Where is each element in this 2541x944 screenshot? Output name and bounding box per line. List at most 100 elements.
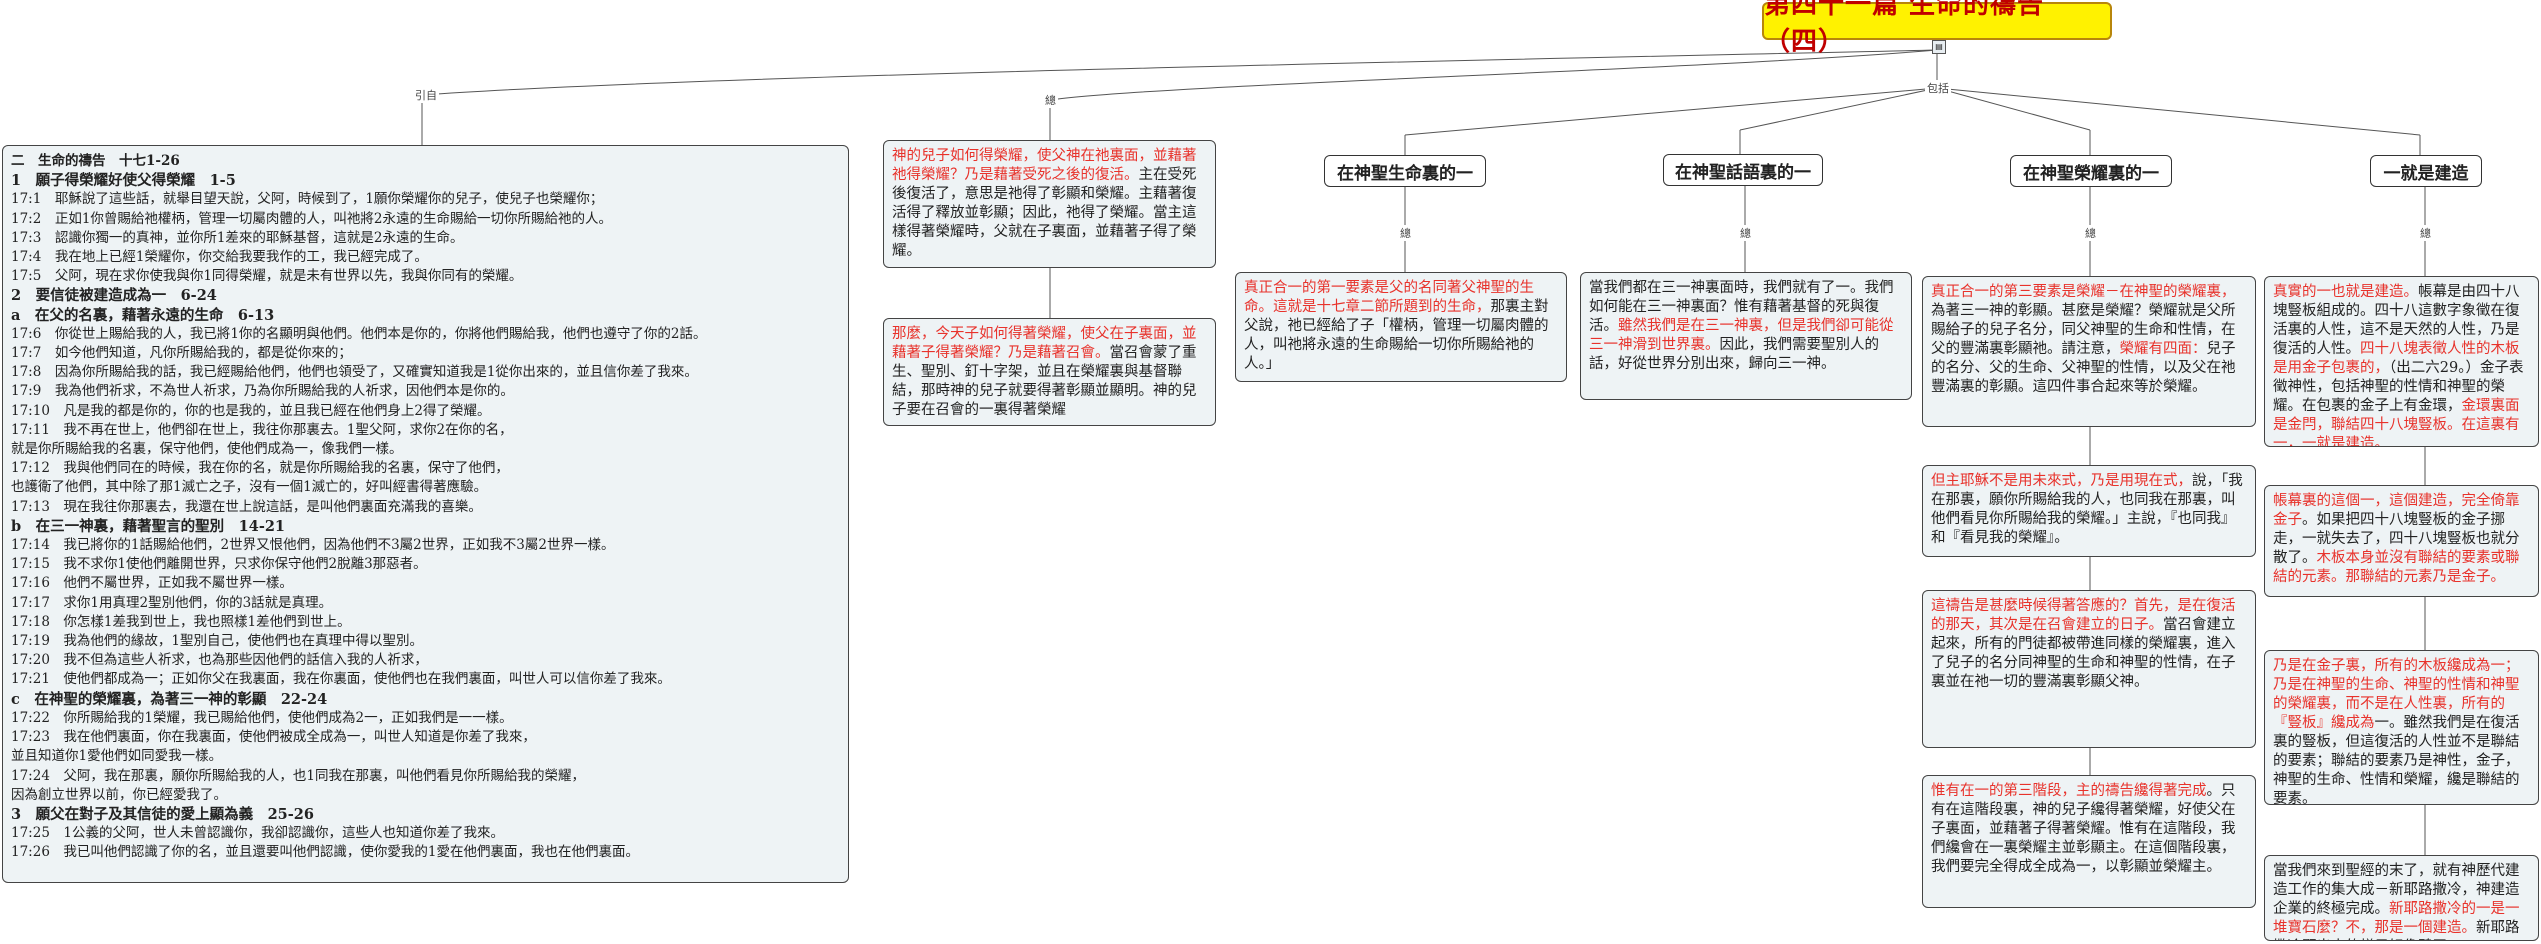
summary-note-2-text: 那麼，今天子如何得著榮耀，使父在子裏面，並藉著子得著榮耀？乃是藉著召會。當召會蒙… [892, 325, 1207, 420]
building-note-1[interactable]: 真實的一也就是建造。帳幕是由四十八塊豎板組成的。四十八這數字象徵在復活裏的人性，… [2264, 276, 2539, 447]
glory-note-2[interactable]: 但主耶穌不是用未來式，乃是用現在式，說，「我在那裏，願你所賜給我的人，也同我在那… [1922, 465, 2256, 557]
highlight-text: 這禱告是甚麼時候得著答應的？首先，是在復活的那天，其次是在召會建立的日子。 [1931, 598, 2236, 633]
root-topic[interactable]: 第四十一篇 生命的禱告（四） [1762, 0, 2112, 57]
edge-label-glory: 總 [2083, 225, 2098, 241]
scripture-verse: 17:5 父阿，現在求你使我與你1同得榮耀，就是未有世界以先，我與你同有的榮耀。 [11, 268, 523, 285]
body-text: 帳幕是由四十八塊豎板組成的。四十八這數字象徵在復活裏的人性，這不是天然的人性，乃… [2273, 284, 2520, 357]
scripture-verse: 17:14 我已將你的1話賜給他們，2世界又恨他們，因為他們不3屬2世界，正如我… [11, 537, 615, 554]
body-text: 當召會蒙了重生、聖別、釘十字架，並且在榮耀裏與基督聯結，那時神的兒子就要得著彰顯… [892, 345, 1197, 418]
summary-note-1[interactable]: 神的兒子如何得榮耀，使父神在祂裏面，並藉著祂得榮耀？乃是藉著受死之後的復活。主在… [883, 140, 1216, 268]
body-text: 當我們來到聖經的末了，就有神歷代建造工作的集大成－新耶路撒冷，神建造企業的終極完… [2273, 863, 2520, 917]
building-note-1-text: 真實的一也就是建造。帳幕是由四十八塊豎板組成的。四十八這數字象徵在復活裏的人性，… [2273, 283, 2530, 447]
scripture-verse: 17:24 父阿，我在那裏，願你所賜給我的人，也1同我在那裏，叫他們看見你所賜給… [11, 767, 585, 784]
highlight-text: 金環裏面是金閂，聯結四十八塊豎板。在這裏有一，一就是建造。 [2273, 398, 2520, 447]
scripture-verse: 17:15 我不求你1使他們離開世界，只求你保守他們2脫離3那惡者。 [11, 556, 427, 573]
scripture-verse: 17:18 你怎樣1差我到世上，我也照樣1差他們到世上。 [11, 613, 351, 630]
body-text: 一。雖然我們是在復活裏的豎板，但這復活的人性並不是聯結的要素；聯結的要素乃是神性… [2273, 715, 2520, 805]
body-text: 當召會建立起來，所有的門徒都被帶進同樣的榮耀裏，進入了兒子的名分同神聖的生命和神… [1931, 617, 2236, 690]
scripture-verse: 17:23 我在他們裏面，你在我裏面，使他們被成全成為一，叫世人知道是你差了我來… [11, 729, 536, 746]
scripture-heading: 3 願父在對子及其信徒的愛上顯為義 25-26 [11, 805, 314, 823]
body-text: 當我們都在三一神裏面時，我們就有了一。我們如何能在三一神裏面？惟有藉著基督的死與… [1589, 280, 1894, 334]
scripture-verse: 17:21 使他們都成為一；正如你父在我裏面，我在你裏面，使他們也在我們裏面，叫… [11, 671, 671, 688]
branch-glory[interactable]: 在神聖榮耀裏的一 [2010, 155, 2172, 187]
branch-life[interactable]: 在神聖生命裏的一 [1324, 155, 1486, 187]
edge-root-to-scripture [421, 49, 1938, 145]
glory-note-3-text: 這禱告是甚麼時候得著答應的？首先，是在復活的那天，其次是在召會建立的日子。當召會… [1931, 597, 2247, 692]
glory-note-3[interactable]: 這禱告是甚麼時候得著答應的？首先，是在復活的那天，其次是在召會建立的日子。當召會… [1922, 590, 2256, 748]
note-marker-icon[interactable]: ▤ [1932, 40, 1946, 54]
branch-word[interactable]: 在神聖話語裏的一 [1663, 154, 1823, 186]
edge-root-to-summary [1049, 49, 1938, 140]
scripture-heading: 2 要信徒被建造成為一 6-24 [11, 287, 217, 305]
glory-note-1-text: 真正合一的第三要素是榮耀－在神聖的榮耀裏， 為著三一神的彰顯。甚麼是榮耀？榮耀就是… [1931, 283, 2247, 397]
scripture-verse: 17:25 1公義的父阿，世人未曾認識你，我卻認識你，這些人也知道你差了我來。 [11, 825, 504, 842]
highlight-text: 榮耀有四面： [2119, 341, 2207, 357]
highlight-text: 新耶路撒冷的一是一堆寶石麼？不，那是一個建造。 [2273, 901, 2520, 936]
highlight-text: 真正合一的第三要素是榮耀－在神聖的榮耀裏， [1931, 284, 2236, 300]
edge-label-building: 總 [2418, 225, 2433, 241]
edge-label-summary: 總 [1043, 92, 1058, 108]
body-text: 為著三一神的彰顯。甚麼是榮耀？榮耀就是父所賜給子的兒子名分，同父神聖的生命和性情… [1931, 303, 2236, 357]
word-note-1-text: 當我們都在三一神裏面時，我們就有了一。我們如何能在三一神裏面？惟有藉著基督的死與… [1589, 279, 1903, 374]
scripture-verse: 17:11 我不再在世上，他們卻在世上，我往你那裏去。1聖父阿，求你2在你的名， [11, 421, 513, 438]
building-note-2-text: 帳幕裏的這個一，這個建造，完全倚靠金子。如果把四十八塊豎板的金子挪走，一就失去了… [2273, 492, 2530, 587]
glory-note-1[interactable]: 真正合一的第三要素是榮耀－在神聖的榮耀裏， 為著三一神的彰顯。甚麼是榮耀？榮耀就是… [1922, 276, 2256, 427]
scripture-verse: 17:8 因為你所賜給我的話，我已經賜給他們，他們也領受了，又確實知道我是1從你… [11, 364, 698, 381]
building-note-4-text: 當我們來到聖經的末了，就有神歷代建造工作的集大成－新耶路撒冷，神建造企業的終極完… [2273, 862, 2530, 940]
scripture-verse: 17:16 他們不屬世界，正如我不屬世界一樣。 [11, 575, 293, 592]
glory-note-4-text: 惟有在一的第三階段，主的禱告纔得著完成。只有在這階段裏，神的兒子纔得著榮耀，好使… [1931, 782, 2247, 877]
word-note-1[interactable]: 當我們都在三一神裏面時，我們就有了一。我們如何能在三一神裏面？惟有藉著基督的死與… [1580, 272, 1912, 400]
highlight-text: 惟有在一的第三階段，主的禱告纔得著完成 [1931, 783, 2207, 799]
highlight-text: 雖然我們是在三一神裏，但是我們卻可能從三一神滑到世界裏。 [1589, 318, 1894, 353]
edge-contains-branches [1404, 87, 2421, 136]
highlight-text: 真正合一的第一要素是父的名同著父神聖的生命。這就是十七章二節所題到的生命， [1244, 280, 1534, 315]
body-text: 因此，我們需要聖別人的話，好從世界分別出來，歸向三一神。 [1589, 337, 1879, 372]
body-text: 。只有在這階段裏，神的兒子纔得著榮耀，好使父在子裏面，並藉著子得著榮耀。惟有在這… [1931, 783, 2236, 875]
scripture-verse: 17:26 我已叫他們認識了你的名，並且還要叫他們認識，使你愛我的1愛在他們裏面… [11, 844, 639, 861]
edge-label-contains: 包括 [1925, 80, 1951, 96]
body-text: 新耶路撒冷顯出來的樣子好像碧玉。 [2273, 920, 2520, 940]
life-note-1-text: 真正合一的第一要素是父的名同著父神聖的生命。這就是十七章二節所題到的生命，那裏主… [1244, 279, 1558, 374]
scripture-verse: 17:6 你從世上賜給我的人，我已將1你的名顯明與他們。他們本是你的，你將他們賜… [11, 325, 707, 342]
highlight-text: 但主耶穌不是用未來式，乃是用現在式， [1931, 473, 2192, 489]
scripture-verse: 就是你所賜給我的名裏，保守他們，使他們成為一，像我們一樣。 [11, 441, 403, 458]
scripture-verse: 17:17 求你1用真理2聖別他們，你的3話就是真理。 [11, 594, 333, 611]
scripture-verse: 17:20 我不但為這些人祈求，也為那些因他們的話信入我的人祈求， [11, 652, 428, 669]
body-text: 說，「我在那裏，願你所賜給我的人，也同我在那裏，叫他們看見你所賜給我的榮耀。」主… [1931, 473, 2243, 546]
highlight-text: 乃是在金子裏，所有的木板纔成為一；乃是在神聖的生命、神聖的性情和神聖的榮耀裏，而… [2273, 658, 2520, 731]
scripture-heading: 二 生命的禱告 十七1-26 [11, 153, 180, 169]
highlight-text: 四十八塊表徵人性的木板是用金子包裹的， [2273, 341, 2520, 376]
body-text: 主在受死後復活了，意思是祂得了彰顯和榮耀。主藉著復活得了釋放並彰顯；因此，祂得了… [892, 167, 1197, 259]
summary-note-2[interactable]: 那麼，今天子如何得著榮耀，使父在子裏面，並藉著子得著榮耀？乃是藉著召會。當召會蒙… [883, 318, 1216, 426]
building-note-2[interactable]: 帳幕裏的這個一，這個建造，完全倚靠金子。如果把四十八塊豎板的金子挪走，一就失去了… [2264, 485, 2539, 597]
body-text: 。如果把四十八塊豎板的金子挪走，一就失去了，四十八塊豎板也就分散了。 [2273, 512, 2520, 566]
scripture-verse: 也護衛了他們，其中除了那1滅亡之子，沒有一個1滅亡的，好叫經書得著應驗。 [11, 479, 488, 496]
edge-label-life: 總 [1398, 225, 1413, 241]
branch-building[interactable]: 一就是建造 [2370, 155, 2482, 187]
highlight-text: 帳幕裏的這個一，這個建造，完全倚靠金子 [2273, 493, 2520, 528]
edge-label-word: 總 [1738, 225, 1753, 241]
scripture-verse: 17:12 我與他們同在的時候，我在你的名，就是你所賜給我的名裏，保守了他們， [11, 460, 509, 477]
scripture-verse: 因為創立世界以前，你已經愛我了。 [11, 786, 227, 803]
scripture-verse: 17:13 現在我往你那裏去，我還在世上說這話，是叫他們裏面充滿我的喜樂。 [11, 498, 482, 515]
glory-note-4[interactable]: 惟有在一的第三階段，主的禱告纔得著完成。只有在這階段裏，神的兒子纔得著榮耀，好使… [1922, 775, 2256, 908]
life-note-1[interactable]: 真正合一的第一要素是父的名同著父神聖的生命。這就是十七章二節所題到的生命，那裏主… [1235, 272, 1567, 382]
scripture-verse: 17:1 耶穌說了這些話，就舉目望天說，父阿，時候到了，1願你榮耀你的兒子，使兒… [11, 191, 604, 208]
scripture-heading: 1 願子得榮耀好使父得榮耀 1-5 [11, 172, 236, 190]
scripture-heading: c 在神聖的榮耀裏，為著三一神的彰顯 22-24 [11, 690, 328, 708]
building-note-4[interactable]: 當我們來到聖經的末了，就有神歷代建造工作的集大成－新耶路撒冷，神建造企業的終極完… [2264, 855, 2539, 941]
scripture-heading: b 在三一神裏，藉著聖言的聖別 14-21 [11, 517, 286, 535]
building-note-3[interactable]: 乃是在金子裏，所有的木板纔成為一；乃是在神聖的生命、神聖的性情和神聖的榮耀裏，而… [2264, 650, 2539, 805]
scripture-verse: 17:4 我在地上已經1榮耀你，你交給我要我作的工，我已經完成了。 [11, 249, 428, 266]
body-text: （出二六29。）金子表徵神性，包括神聖的性情和神聖的榮耀。在包裹的金子上有金環， [2273, 360, 2524, 414]
highlight-text: 神的兒子如何得榮耀，使父神在祂裏面，並藉著祂得榮耀？乃是藉著受死之後的復活。 [892, 148, 1197, 183]
summary-note-1-text: 神的兒子如何得榮耀，使父神在祂裏面，並藉著祂得榮耀？乃是藉著受死之後的復活。主在… [892, 147, 1207, 261]
glory-note-2-text: 但主耶穌不是用未來式，乃是用現在式，說，「我在那裏，願你所賜給我的人，也同我在那… [1931, 472, 2247, 548]
highlight-text: 那麼，今天子如何得著榮耀，使父在子裏面，並藉著子得著榮耀？乃是藉著召會。 [892, 326, 1197, 361]
highlight-text: 木板本身並沒有聯結的要素或聯結的元素。那聯結的元素乃是金子。 [2273, 550, 2520, 585]
body-text: 兒子的名分、父的生命、父神聖的性情，以及父在祂豐滿裏的彰顯。這四件事合起來等於榮… [1931, 341, 2236, 395]
building-note-3-text: 乃是在金子裏，所有的木板纔成為一；乃是在神聖的生命、神聖的性情和神聖的榮耀裏，而… [2273, 657, 2530, 805]
